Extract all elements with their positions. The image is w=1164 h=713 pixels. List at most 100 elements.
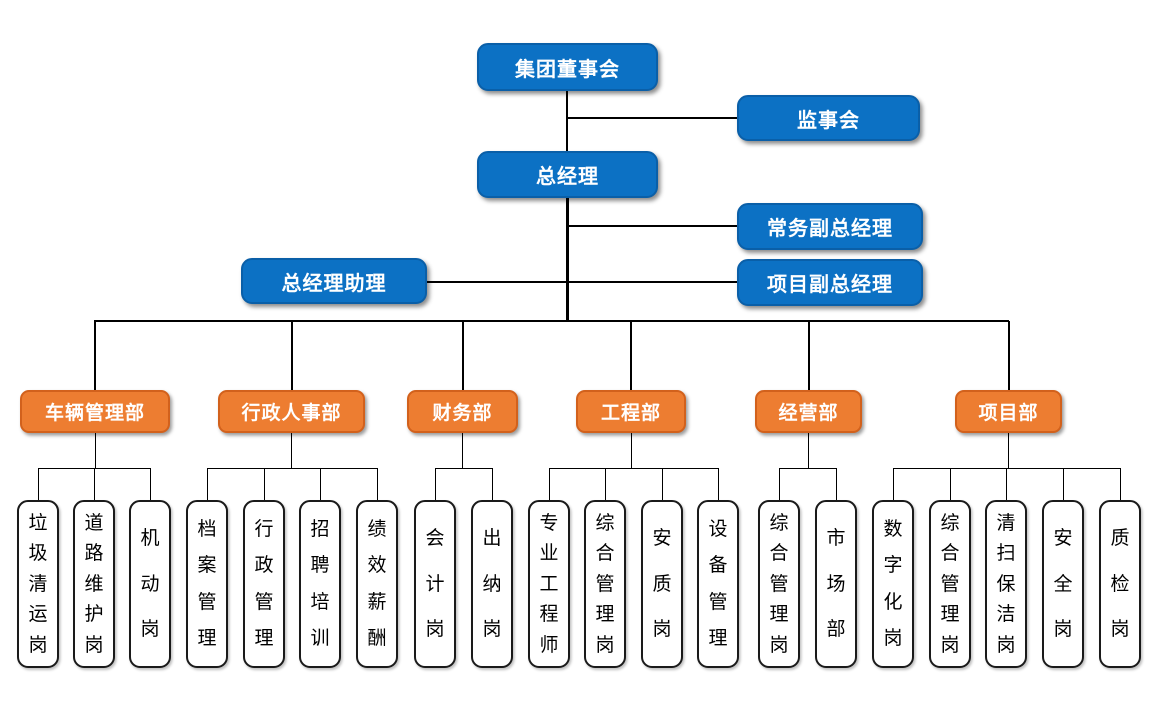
position-label: 道路维护岗: [84, 512, 104, 656]
gm-assistant-box: 总经理助理: [241, 258, 427, 304]
dept-finance-box: 财务部: [407, 390, 518, 433]
dept-engineering-box: 工程部: [576, 390, 686, 433]
connector-line: [435, 468, 437, 500]
connector-line: [264, 468, 266, 500]
connector-line: [462, 321, 464, 390]
dept-vehicle-management-label: 车辆管理部: [44, 403, 145, 424]
connector-line: [38, 468, 150, 470]
position-box-performance-payroll: 绩效薪酬: [356, 500, 398, 668]
connector-line: [1008, 321, 1010, 390]
executive-deputy-gm-box: 常务副总经理: [737, 203, 923, 250]
position-label: 招聘培训: [310, 518, 330, 650]
supervisory-board-label: 监事会: [797, 109, 860, 132]
dept-engineering-label: 工程部: [600, 403, 661, 424]
position-box-safety-quality: 安质岗: [641, 500, 683, 668]
connector-line: [207, 468, 209, 500]
position-label: 设备管理: [708, 518, 728, 650]
connector-line: [1006, 468, 1008, 500]
connector-line: [567, 225, 737, 227]
position-box-quality-inspection: 质检岗: [1099, 500, 1141, 668]
position-box-accounting: 会计岗: [414, 500, 456, 668]
connector-line: [95, 433, 97, 469]
connector-line: [893, 468, 895, 500]
dept-operations-label: 经营部: [778, 403, 839, 424]
position-label: 市场部: [826, 527, 846, 641]
position-label: 会计岗: [425, 527, 445, 641]
position-box-market-dept: 市场部: [815, 500, 857, 668]
dept-operations-box: 经营部: [755, 390, 862, 433]
dept-vehicle-management-box: 车辆管理部: [20, 390, 170, 433]
project-deputy-gm-box: 项目副总经理: [737, 259, 923, 306]
position-box-road-maintenance: 道路维护岗: [73, 500, 115, 668]
connector-line: [291, 321, 293, 390]
position-label: 专业工程师: [539, 512, 559, 656]
position-box-cashier: 出纳岗: [471, 500, 513, 668]
board-of-directors-box: 集团董事会: [477, 43, 658, 91]
connector-line: [808, 321, 810, 390]
position-box-general-management-proj: 综合管理岗: [929, 500, 971, 668]
position-box-mobile-duty: 机动岗: [129, 500, 171, 668]
connector-line: [950, 468, 952, 500]
connector-line: [492, 468, 494, 500]
position-label: 综合管理岗: [769, 512, 789, 656]
position-box-administration: 行政管理: [243, 500, 285, 668]
position-box-digitalization: 数字化岗: [872, 500, 914, 668]
position-box-cleaning: 清扫保洁岗: [985, 500, 1027, 668]
connector-line: [1008, 433, 1010, 469]
connector-line: [779, 468, 836, 470]
general-manager-label: 总经理: [536, 166, 599, 188]
connector-line: [1120, 468, 1122, 500]
general-manager-box: 总经理: [477, 151, 658, 198]
supervisory-board-box: 监事会: [737, 95, 920, 141]
position-label: 综合管理岗: [940, 512, 960, 656]
connector-line: [567, 117, 737, 119]
connector-line: [94, 468, 96, 500]
connector-line: [94, 321, 96, 390]
position-label: 质检岗: [1110, 527, 1130, 641]
dept-admin-hr-box: 行政人事部: [218, 390, 365, 433]
dept-admin-hr-label: 行政人事部: [241, 403, 342, 424]
position-label: 综合管理岗: [595, 512, 615, 656]
position-label: 档案管理: [197, 518, 217, 650]
position-label: 绩效薪酬: [367, 518, 387, 650]
position-box-archives-management: 档案管理: [186, 500, 228, 668]
position-label: 机动岗: [140, 527, 160, 641]
position-box-recruiting-training: 招聘培训: [299, 500, 341, 668]
connector-line: [566, 91, 568, 151]
dept-project-label: 项目部: [978, 403, 1039, 424]
connector-line: [605, 468, 607, 500]
connector-line: [462, 433, 464, 469]
position-label: 行政管理: [254, 518, 274, 650]
connector-line: [435, 468, 492, 470]
position-label: 清扫保洁岗: [996, 512, 1016, 656]
connector-line: [427, 281, 737, 283]
connector-line: [718, 468, 720, 500]
connector-line: [549, 468, 551, 500]
position-label: 安质岗: [652, 527, 672, 641]
position-box-professional-engineer: 专业工程师: [528, 500, 570, 668]
dept-project-box: 项目部: [955, 390, 1062, 433]
gm-assistant-label: 总经理助理: [281, 272, 387, 295]
connector-line: [808, 433, 810, 469]
board-of-directors-label: 集团董事会: [515, 58, 620, 81]
connector-line: [207, 468, 377, 470]
connector-line: [630, 321, 632, 390]
project-deputy-gm-label: 项目副总经理: [767, 274, 893, 296]
position-label: 垃圾清运岗: [28, 512, 48, 656]
position-box-safety: 安全岗: [1042, 500, 1084, 668]
connector-line: [631, 433, 633, 469]
connector-line: [38, 468, 40, 500]
connector-line: [94, 320, 1009, 322]
connector-line: [893, 468, 1120, 470]
connector-line: [779, 468, 781, 500]
connector-line: [1063, 468, 1065, 500]
connector-line: [836, 468, 838, 500]
position-box-general-management-eng: 综合管理岗: [584, 500, 626, 668]
connector-line: [377, 468, 379, 500]
connector-line: [662, 468, 664, 500]
connector-line: [150, 468, 152, 500]
position-box-general-management-ops: 综合管理岗: [758, 500, 800, 668]
connector-line: [320, 468, 322, 500]
position-box-garbage-collection: 垃圾清运岗: [17, 500, 59, 668]
